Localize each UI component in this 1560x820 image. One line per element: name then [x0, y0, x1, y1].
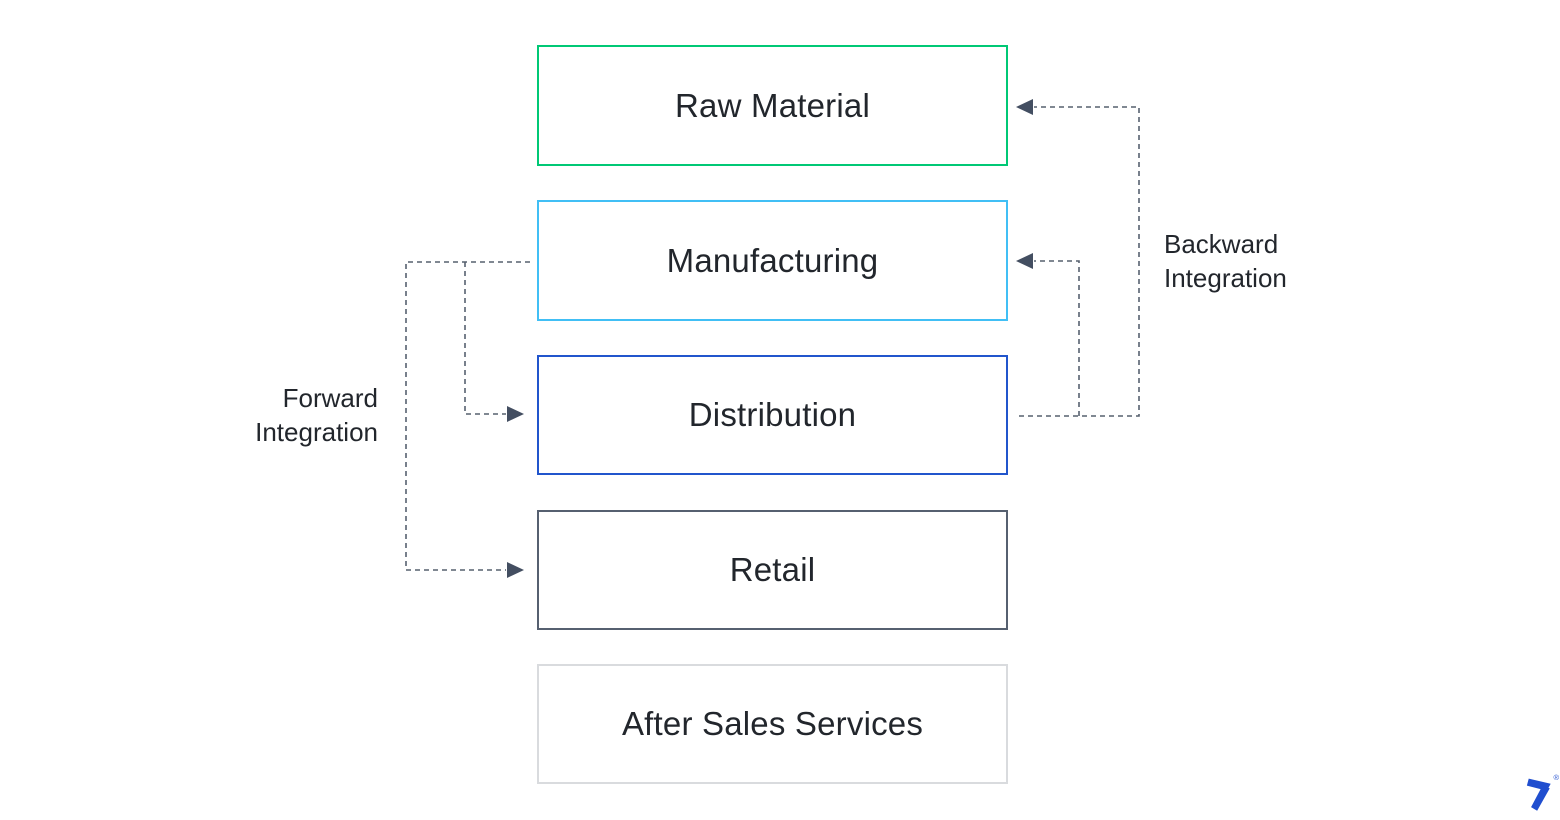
forward-arrow-to-distribution — [464, 262, 506, 415]
stage-label-raw-material: Raw Material — [675, 86, 870, 124]
forward-integration-label: Forward Integration — [255, 383, 378, 447]
stage-box-distribution: Distribution — [537, 355, 1008, 475]
backward-arrow-to-manufacturing — [1034, 260, 1080, 416]
stage-label-manufacturing: Manufacturing — [666, 241, 879, 279]
stage-label-after-sales-services: After Sales Services — [621, 705, 924, 742]
arrowhead-right-retail-icon — [507, 562, 524, 578]
backward-integration-label: Backward Integration — [1164, 229, 1287, 293]
forward-arrow-to-retail — [405, 261, 530, 571]
registered-trademark: ® — [1553, 773, 1559, 782]
arrowhead-right-distribution-icon — [507, 406, 524, 422]
stage-box-raw-material: Raw Material — [537, 45, 1008, 166]
arrowhead-left-manufacturing-icon — [1016, 253, 1033, 269]
toptal-logo-icon: ® — [1526, 773, 1559, 811]
arrowhead-left-raw-material-icon — [1016, 99, 1033, 115]
backward-arrow-to-raw-material — [1019, 106, 1140, 417]
stage-box-retail: Retail — [537, 510, 1008, 630]
stage-label-distribution: Distribution — [688, 396, 857, 433]
stage-box-manufacturing: Manufacturing — [537, 200, 1008, 321]
stage-label-retail: Retail — [729, 551, 816, 588]
stage-box-after-sales-services: After Sales Services — [537, 664, 1008, 784]
